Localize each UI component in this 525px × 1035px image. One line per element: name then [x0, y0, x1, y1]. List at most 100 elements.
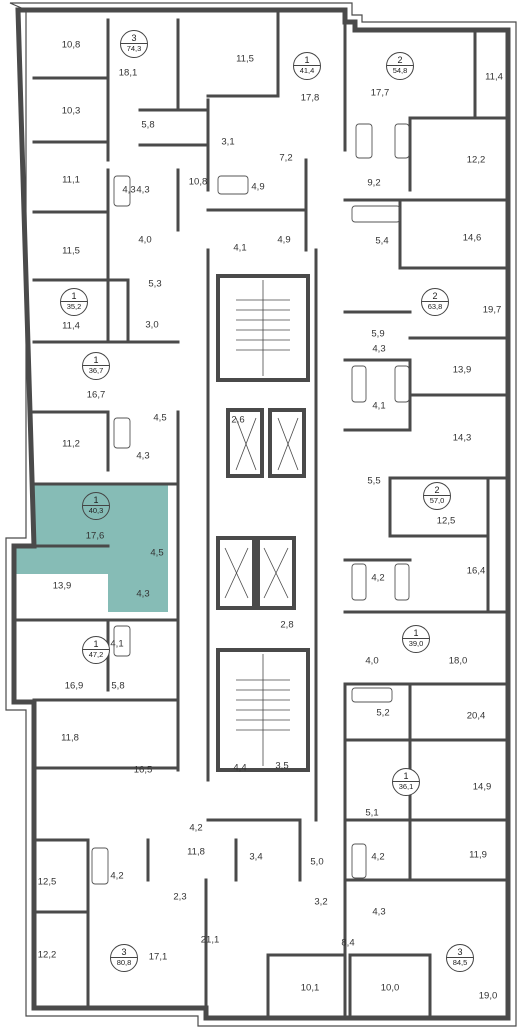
- room-area-label: 10,8: [61, 39, 81, 51]
- apartment-area: 36,1: [393, 781, 419, 791]
- apartment-rooms: 3: [121, 947, 127, 957]
- room-area-label: 5,2: [376, 707, 390, 719]
- room-area-label: 11,2: [62, 438, 80, 450]
- room-area-label: 7,2: [279, 152, 293, 164]
- room-area-label: 3,0: [145, 319, 159, 331]
- room-area-label: 4,1: [110, 638, 124, 650]
- room-area-label: 5,1: [365, 807, 379, 819]
- room-area-label: 17,8: [300, 92, 320, 104]
- apartment-rooms: 2: [397, 55, 403, 65]
- room-area-label: 17,1: [148, 951, 168, 963]
- apartment-area: 41,4: [294, 65, 320, 75]
- room-area-label: 17,6: [85, 530, 105, 542]
- room-area-label: 11,4: [62, 320, 80, 332]
- apartment-area: 47,2: [83, 649, 109, 659]
- room-area-label: 14,3: [452, 432, 472, 444]
- apartment-rooms: 1: [413, 628, 419, 638]
- room-area-label: 4,5: [153, 412, 167, 424]
- room-area-label: 5,9: [371, 328, 385, 340]
- room-area-label: 5,5: [367, 475, 381, 487]
- room-area-label: 11,8: [187, 846, 205, 858]
- room-area-label: 2,3: [173, 891, 187, 903]
- room-area-label: 13,9: [452, 364, 472, 376]
- apartment-area: 39,0: [403, 638, 429, 648]
- room-area-label: 4,3: [136, 588, 150, 600]
- apartment-area: 63,8: [422, 301, 448, 311]
- room-area-label: 2,8: [280, 619, 294, 631]
- room-area-label: 9,2: [367, 177, 381, 189]
- room-area-label: 4,2: [189, 822, 203, 834]
- room-area-label: 11,9: [469, 849, 487, 861]
- room-area-label: 8,4: [341, 937, 355, 949]
- apartment-area: 74,3: [121, 43, 147, 53]
- room-area-label: 5,4: [375, 235, 389, 247]
- room-area-label: 4,9: [251, 181, 265, 193]
- apartment-area: 84,5: [447, 957, 473, 967]
- room-area-label: 4,3: [372, 343, 386, 355]
- room-area-label: 10,0: [380, 982, 400, 994]
- room-area-label: 3,1: [221, 136, 235, 148]
- room-area-label: 14,6: [462, 232, 482, 244]
- room-area-label: 3,2: [314, 896, 328, 908]
- room-area-label: 4,5: [150, 547, 164, 559]
- room-area-label: 5,0: [310, 856, 324, 868]
- room-area-label: 18,1: [118, 67, 138, 79]
- room-area-label: 4,3: [372, 906, 386, 918]
- apartment-rooms: 3: [457, 947, 463, 957]
- room-area-label: 16,4: [466, 565, 486, 577]
- room-area-label: 16,9: [64, 680, 84, 692]
- room-area-label: 3,5: [275, 760, 289, 772]
- highlighted-apartment[interactable]: [14, 484, 168, 612]
- room-area-label: 11,8: [61, 732, 79, 744]
- apartment-rooms: 1: [93, 495, 99, 505]
- apartment-rooms: 1: [93, 639, 99, 649]
- apartment-area: 36,7: [83, 365, 109, 375]
- room-area-label: 17,7: [370, 87, 390, 99]
- apartment-rooms: 1: [71, 291, 77, 301]
- room-area-label: 4,1: [372, 400, 386, 412]
- room-area-label: 4,3: [122, 184, 136, 196]
- room-area-label: 12,2: [466, 154, 486, 166]
- apartment-rooms: 1: [403, 771, 409, 781]
- room-area-label: 3,4: [249, 851, 263, 863]
- room-area-label: 16,7: [86, 389, 106, 401]
- apartment-rooms: 2: [432, 291, 438, 301]
- room-area-label: 13,9: [52, 580, 72, 592]
- room-area-label: 2,6: [231, 414, 245, 426]
- room-area-label: 5,8: [141, 119, 155, 131]
- apartment-rooms: 1: [93, 355, 99, 365]
- room-area-label: 4,2: [371, 572, 385, 584]
- room-area-label: 4,3: [136, 184, 150, 196]
- room-area-label: 21,1: [200, 934, 220, 946]
- room-area-label: 19,7: [482, 304, 502, 316]
- room-area-label: 19,0: [478, 990, 498, 1002]
- room-area-label: 5,8: [111, 680, 125, 692]
- room-area-label: 20,4: [466, 710, 486, 722]
- room-area-label: 12,5: [436, 515, 456, 527]
- apartment-rooms: 2: [434, 485, 440, 495]
- room-area-label: 4,0: [138, 234, 152, 246]
- room-area-label: 4,9: [277, 234, 291, 246]
- room-area-label: 4,2: [110, 870, 124, 882]
- apartment-rooms: 3: [131, 33, 137, 43]
- room-area-label: 11,5: [62, 245, 80, 257]
- apartment-area: 54,8: [387, 65, 413, 75]
- room-area-label: 5,3: [148, 278, 162, 290]
- room-area-label: 11,4: [485, 71, 503, 83]
- apartment-area: 40,3: [83, 505, 109, 515]
- room-area-label: 4,0: [365, 655, 379, 667]
- room-area-label: 4,1: [233, 242, 247, 254]
